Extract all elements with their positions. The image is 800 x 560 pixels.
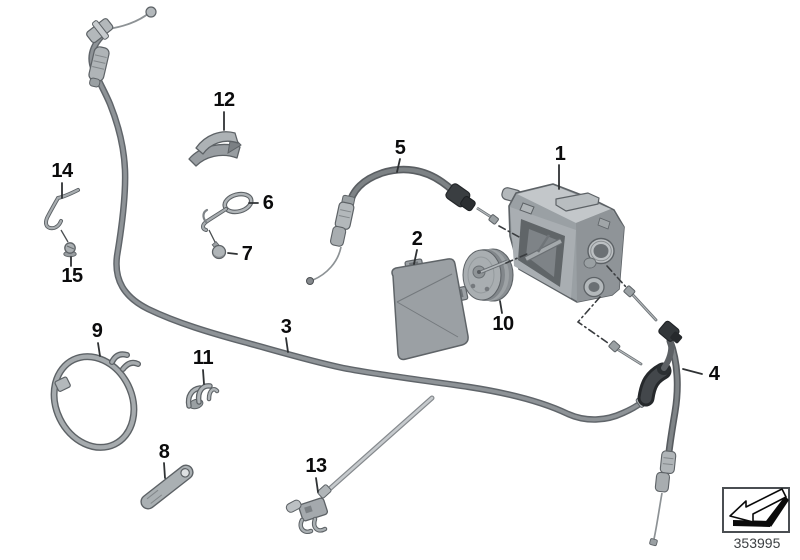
wire-end-nipple (306, 277, 314, 285)
part-6-holder-ring (201, 191, 254, 245)
back-arrow-icon (729, 488, 789, 527)
cable4-wire-end (649, 538, 658, 547)
cable-rubber-connector (445, 183, 476, 212)
interior-lever (536, 234, 551, 253)
cable-barrel-adjuster (329, 194, 356, 247)
part-12-guide-bracket (188, 131, 242, 167)
part-1-cable-distributor-housing (501, 183, 625, 303)
part-2-cover-plate (391, 258, 469, 361)
callout-12[interactable]: 12 (213, 89, 235, 111)
part-9-clamp-ring (50, 351, 141, 451)
part-5-throttle-cable (306, 165, 499, 285)
cable-ball-nipple (145, 6, 157, 18)
cable-end-fitting (86, 18, 114, 44)
housing-top-rail (555, 192, 600, 212)
housing-right-tab (597, 217, 611, 230)
adjust-nut-lower (608, 340, 621, 353)
callout-11[interactable]: 11 (192, 347, 214, 369)
callout-13[interactable]: 13 (305, 455, 327, 477)
cable4-rubber-connector (658, 320, 683, 344)
cable4-inner-wire (653, 492, 663, 540)
callout-4[interactable]: 4 (708, 363, 720, 385)
adjust-nut-upper (623, 285, 636, 298)
part-3-main-cable (86, 6, 647, 423)
part-13-cable-tie (285, 395, 435, 534)
assembly-lines (498, 225, 658, 366)
callout-8[interactable]: 8 (158, 441, 170, 463)
part-11-cable-clip (185, 383, 220, 410)
part-15-screw (63, 242, 77, 258)
part-10-pulley-disc (462, 248, 514, 302)
callout-9[interactable]: 9 (91, 320, 103, 342)
interior-shaft (525, 239, 562, 261)
cable-adjuster-sleeve (88, 46, 110, 88)
callout-14[interactable]: 14 (51, 160, 73, 182)
nav-thumbnail[interactable] (722, 487, 790, 533)
callout-10[interactable]: 10 (492, 313, 514, 335)
housing-top-tab (519, 202, 535, 215)
part-8-bracket-strap (140, 464, 194, 510)
part-7-ball-screw (211, 240, 227, 260)
callout-5[interactable]: 5 (394, 137, 406, 159)
callout-1[interactable]: 1 (554, 143, 566, 165)
housing-port-collar (583, 257, 597, 269)
clamp-buckle (54, 376, 71, 392)
cable4-barrel-fittings (654, 450, 677, 493)
cable-nipple-wire (107, 12, 150, 30)
callout-3[interactable]: 3 (280, 316, 292, 338)
cable-inner-wire (312, 246, 342, 281)
callout-15[interactable]: 15 (61, 265, 83, 287)
callout-6[interactable]: 6 (262, 192, 274, 214)
diagram-number: 353995 (733, 535, 781, 551)
disc-shaft (480, 260, 509, 273)
callout-2[interactable]: 2 (411, 228, 423, 250)
callout-7[interactable]: 7 (241, 243, 253, 265)
adjust-nut (488, 214, 499, 225)
leader-lines (61, 111, 703, 493)
part-4-lower-cable (635, 320, 683, 547)
